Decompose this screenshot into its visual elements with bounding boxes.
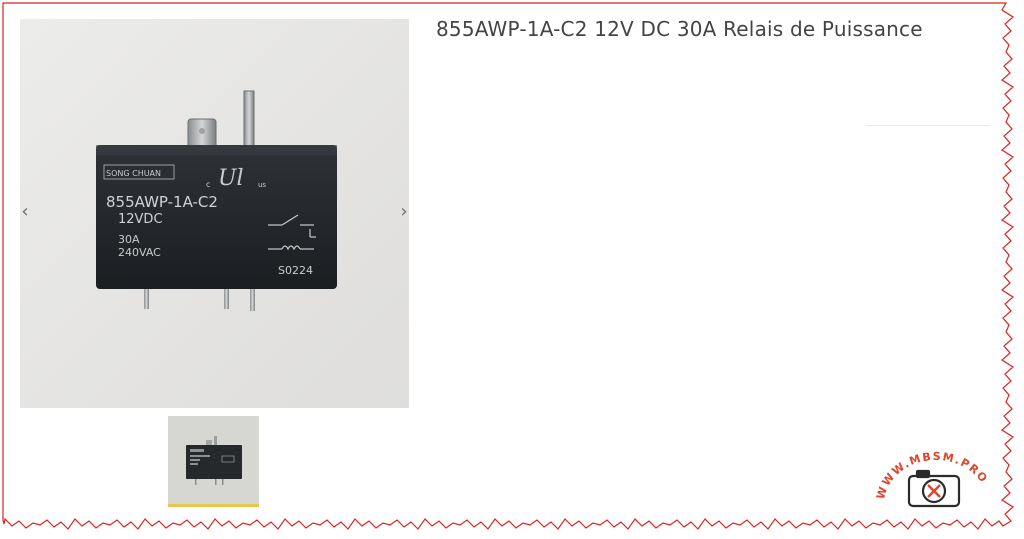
product-title: 855AWP-1A-C2 12V DC 30A Relais de Puissa… <box>436 17 923 41</box>
relay-brand-text: SONG CHUAN <box>106 169 161 178</box>
relay-cert-ul-text: Ul <box>218 166 244 191</box>
product-main-image: SONG CHUAN c Ul us 855AWP-1A-C2 12VDC 30… <box>20 19 409 408</box>
relay-model-text: 855AWP-1A-C2 <box>106 193 218 211</box>
chevron-right-icon: › <box>400 201 408 222</box>
gallery-prev-button[interactable]: ‹ <box>18 200 32 224</box>
relay-current-text: 30A <box>118 233 140 246</box>
relay-code-text: S0224 <box>278 264 313 277</box>
relay-cert-c-text: c <box>206 180 210 189</box>
watermark-logo: WWW.MBSM.PRO <box>874 448 994 516</box>
relay-cert-us-text: us <box>258 181 266 189</box>
relay-voltage-text: 12VDC <box>118 212 163 227</box>
relay-ac-rating-text: 240VAC <box>118 246 161 259</box>
chevron-left-icon: ‹ <box>21 201 29 222</box>
gallery-next-button[interactable]: › <box>397 200 411 224</box>
camera-icon <box>907 469 961 508</box>
gallery-thumbnail[interactable] <box>168 416 259 507</box>
divider <box>866 125 990 126</box>
